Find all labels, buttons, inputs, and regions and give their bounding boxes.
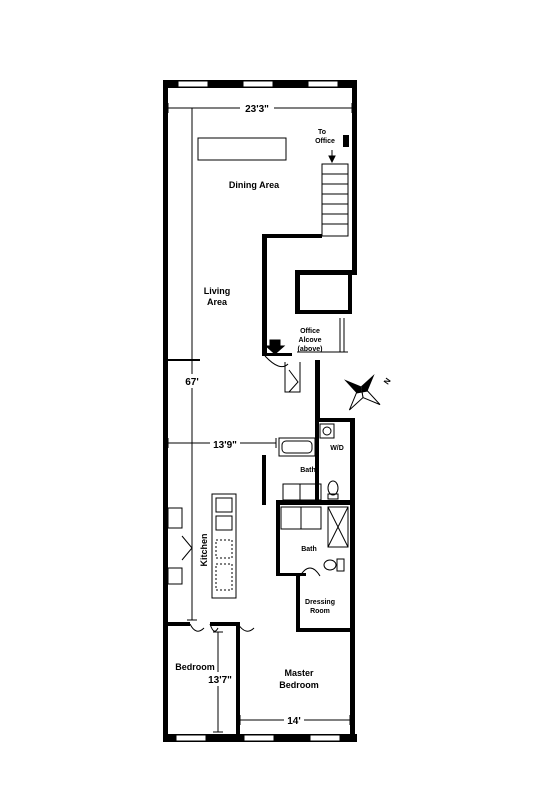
label-bedroom: Bedroom bbox=[175, 662, 215, 672]
dining-table bbox=[197, 137, 287, 161]
bedroom-doors bbox=[189, 623, 255, 632]
office-alcove bbox=[264, 318, 348, 355]
label-office-2: Alcove bbox=[299, 337, 322, 344]
upper-bath-fixtures bbox=[282, 480, 339, 501]
label-bath-lower: Bath bbox=[301, 546, 317, 553]
dimension-lines bbox=[167, 103, 353, 733]
bathtub bbox=[278, 437, 316, 457]
interior-walls bbox=[168, 234, 357, 734]
label-master-2: Bedroom bbox=[279, 680, 319, 690]
label-to-office-1: To bbox=[318, 129, 326, 136]
label-office-1: Office bbox=[300, 328, 320, 335]
outer-walls bbox=[163, 80, 357, 742]
label-wd: W/D bbox=[330, 445, 344, 452]
label-kitchen: Kitchen bbox=[199, 533, 209, 566]
dim-top-width: 23'3" bbox=[245, 104, 269, 115]
label-living-1: Living bbox=[204, 286, 231, 296]
dim-master-width: 14' bbox=[287, 716, 301, 727]
entry-door bbox=[264, 355, 301, 393]
label-bath-upper: Bath bbox=[300, 467, 316, 474]
dim-length: 67' bbox=[185, 377, 199, 388]
label-dressing-1: Dressing bbox=[305, 599, 335, 606]
dim-bedroom-depth: 13'7" bbox=[208, 675, 232, 686]
compass-north-label: N bbox=[382, 376, 393, 386]
label-dining-area: Dining Area bbox=[229, 180, 280, 190]
label-living-2: Area bbox=[207, 297, 228, 307]
label-master-1: Master bbox=[284, 668, 314, 678]
label-to-office-2: Office bbox=[315, 138, 335, 145]
washer-dryer bbox=[319, 423, 335, 439]
label-dressing-2: Room bbox=[310, 608, 330, 615]
dim-mid-width: 13'9" bbox=[213, 440, 237, 451]
label-office-3: (above) bbox=[298, 346, 323, 353]
staircase bbox=[321, 150, 349, 237]
kitchen-island bbox=[167, 493, 237, 599]
lower-bath-fixtures bbox=[280, 506, 349, 577]
compass-rose-icon bbox=[343, 373, 381, 411]
